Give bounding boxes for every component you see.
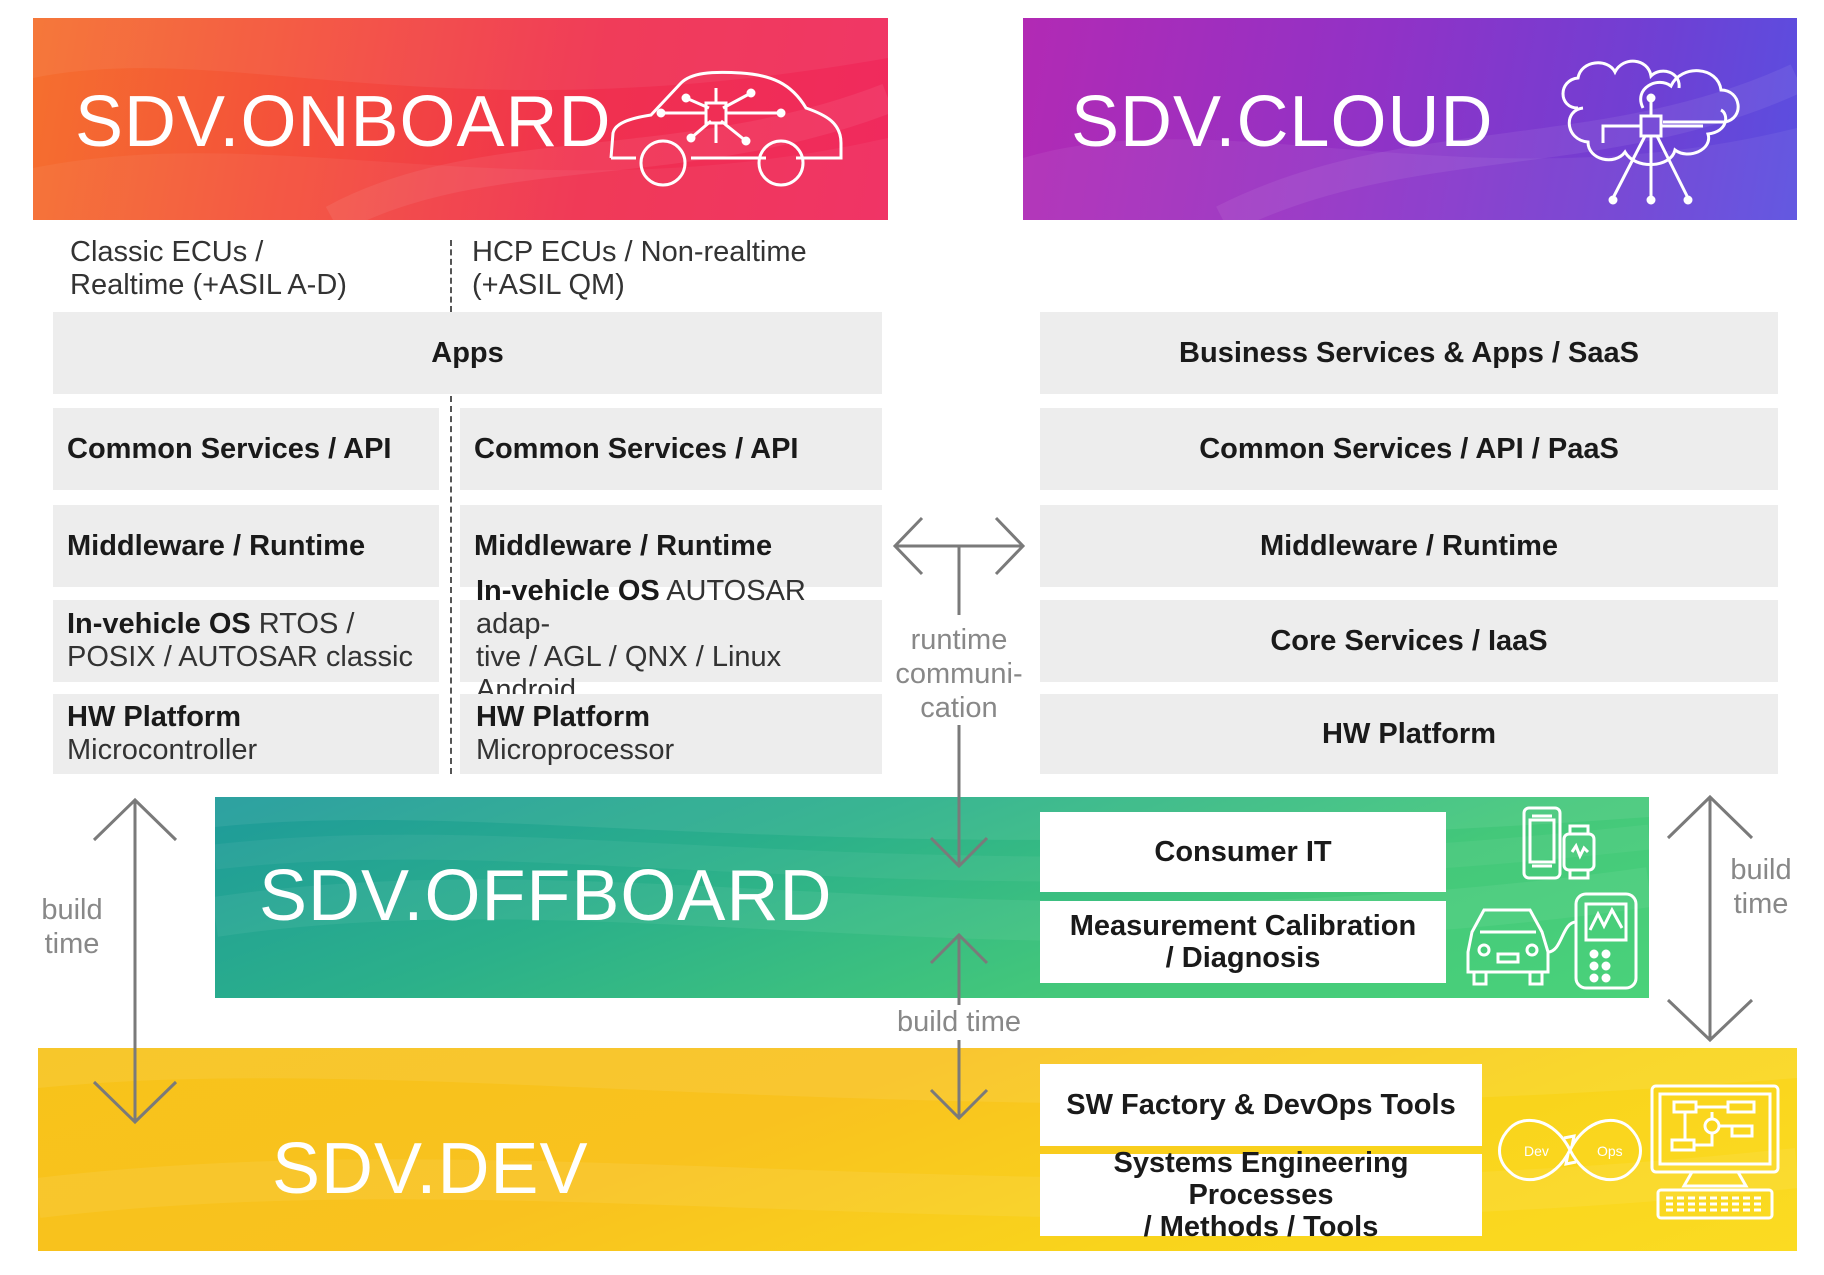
runtime-arrow-right — [994, 516, 1026, 576]
col1-hw-platform: HW Platform Microcontroller — [53, 694, 439, 774]
build-time-center-label: build time — [880, 1005, 1038, 1039]
cloud-middleware-layer: Middleware / Runtime — [1040, 505, 1778, 587]
cloud-title: SDV.CLOUD — [1071, 82, 1494, 162]
column-divider — [450, 396, 452, 774]
build-time-right-arrow-down — [1666, 998, 1754, 1043]
onboard-title: SDV.ONBOARD — [75, 82, 612, 162]
onboard-banner: SDV.ONBOARD — [33, 18, 888, 220]
col1-common-services: Common Services / API — [53, 408, 439, 490]
smartphone-watch-icon — [1522, 806, 1596, 880]
col2-common-services: Common Services / API — [460, 408, 882, 490]
col1-middleware: Middleware / Runtime — [53, 505, 439, 587]
build-time-left-label: build time — [41, 894, 103, 960]
classic-ecu-header: Classic ECUs / Realtime (+ASIL A-D) — [70, 236, 347, 301]
col1-os: In-vehicle OS RTOS / POSIX / AUTOSAR cla… — [53, 600, 439, 682]
runtime-arrow-left — [892, 516, 924, 576]
build-time-center-arrow-up — [929, 932, 989, 965]
build-time-right-arrow-up — [1666, 794, 1754, 840]
dev-title: SDV.DEV — [272, 1129, 589, 1209]
car-circuit-icon — [609, 70, 843, 187]
devops-dev-label: Dev — [1524, 1143, 1549, 1159]
col2-os: In-vehicle OS AUTOSAR adap- tive / AGL /… — [460, 575, 882, 706]
col2-hw-platform: HW Platform Microprocessor — [460, 694, 882, 774]
computer-workflow-icon — [1650, 1084, 1780, 1220]
cloud-iaas-layer: Core Services / IaaS — [1040, 600, 1778, 682]
runtime-arrow-down — [929, 836, 989, 869]
apps-layer: Apps — [53, 312, 882, 394]
runtime-communication-label: runtime communi- cation — [895, 624, 1023, 724]
build-time-center-arrow-down — [929, 1088, 989, 1121]
cloud-saas-layer: Business Services & Apps / SaaS — [1040, 312, 1778, 394]
column-divider-top — [450, 240, 452, 312]
build-time-left-arrow-up — [92, 797, 178, 842]
car-diagnostic-device-icon — [1466, 892, 1638, 990]
consumer-it-box: Consumer IT — [1040, 812, 1446, 892]
build-time-right-label: build time — [1730, 854, 1792, 920]
cloud-hw-layer: HW Platform — [1040, 694, 1778, 774]
col2-middleware: Middleware / Runtime — [460, 505, 882, 587]
devops-ops-label: Ops — [1597, 1143, 1623, 1159]
hcp-ecu-header: HCP ECUs / Non-realtime (+ASIL QM) — [472, 236, 807, 301]
cloud-circuit-icon — [1561, 59, 1740, 205]
sw-factory-box: SW Factory & DevOps Tools — [1040, 1064, 1482, 1146]
offboard-title: SDV.OFFBOARD — [259, 856, 833, 936]
build-time-left-arrow-down — [92, 1080, 178, 1125]
cloud-paas-layer: Common Services / API / PaaS — [1040, 408, 1778, 490]
systems-engineering-box: Systems Engineering Processes / Methods … — [1040, 1147, 1482, 1243]
devops-infinity-icon: Dev Ops — [1498, 1118, 1642, 1182]
measurement-box: Measurement Calibration / Diagnosis — [1040, 901, 1446, 983]
cloud-banner: SDV.CLOUD — [1023, 18, 1797, 220]
